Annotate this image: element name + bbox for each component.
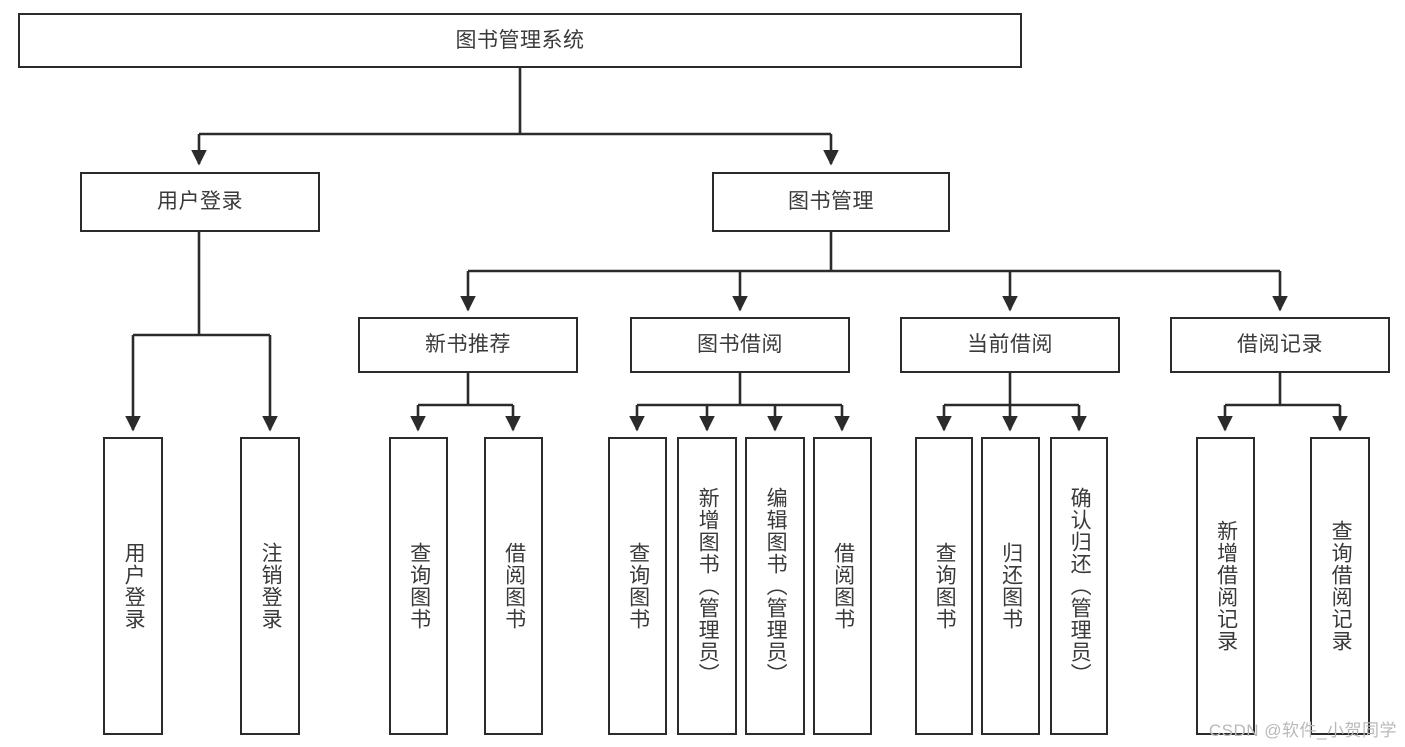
node-label: 图书管理: [788, 190, 874, 214]
node-label: 新增图书（管理员）: [696, 487, 720, 685]
node-borrow-record[interactable]: 借阅记录: [1170, 317, 1390, 373]
leaf-current-borrow-query[interactable]: 查询图书: [915, 437, 973, 735]
node-book-borrow[interactable]: 图书借阅: [630, 317, 850, 373]
node-label: 用户登录: [157, 190, 243, 214]
leaf-borrow-record-add[interactable]: 新增借阅记录: [1196, 437, 1255, 735]
node-current-borrow[interactable]: 当前借阅: [900, 317, 1120, 373]
node-label: 用户登录: [122, 542, 146, 630]
leaf-book-borrow-borrow[interactable]: 借阅图书: [813, 437, 872, 735]
node-user-login[interactable]: 用户登录: [80, 172, 320, 232]
leaf-book-borrow-query[interactable]: 查询图书: [608, 437, 667, 735]
node-label: 查询图书: [407, 542, 431, 630]
leaf-current-borrow-confirm[interactable]: 确认归还（管理员）: [1050, 437, 1108, 735]
node-label: 查询图书: [626, 542, 650, 630]
leaf-new-book-query[interactable]: 查询图书: [389, 437, 448, 735]
leaf-user-login-login[interactable]: 用户登录: [103, 437, 163, 735]
node-label: 图书借阅: [697, 333, 783, 357]
leaf-new-book-borrow[interactable]: 借阅图书: [484, 437, 543, 735]
node-new-book-recommend[interactable]: 新书推荐: [358, 317, 578, 373]
node-book-management[interactable]: 图书管理: [712, 172, 950, 232]
leaf-current-borrow-return[interactable]: 归还图书: [981, 437, 1040, 735]
node-label: 当前借阅: [967, 333, 1053, 357]
node-root-system[interactable]: 图书管理系统: [18, 13, 1022, 68]
node-label: 确认归还（管理员）: [1068, 487, 1092, 685]
node-label: 归还图书: [999, 542, 1023, 630]
csdn-watermark: CSDN @软件_小贺同学: [1208, 721, 1397, 740]
leaf-book-borrow-add[interactable]: 新增图书（管理员）: [677, 437, 737, 735]
node-label: 新书推荐: [425, 333, 511, 357]
node-label: 注销登录: [259, 542, 283, 630]
leaf-borrow-record-query[interactable]: 查询借阅记录: [1310, 437, 1370, 735]
node-label: 新增借阅记录: [1214, 520, 1238, 652]
node-label: 查询图书: [933, 542, 957, 630]
node-label: 图书管理系统: [455, 28, 585, 52]
leaf-user-login-logout[interactable]: 注销登录: [240, 437, 300, 735]
node-label: 查询借阅记录: [1329, 520, 1353, 652]
node-label: 借阅图书: [502, 542, 526, 630]
node-label: 借阅记录: [1237, 333, 1323, 357]
leaf-book-borrow-edit[interactable]: 编辑图书（管理员）: [745, 437, 805, 735]
node-label: 借阅图书: [831, 542, 855, 630]
node-label: 编辑图书（管理员）: [764, 487, 788, 685]
